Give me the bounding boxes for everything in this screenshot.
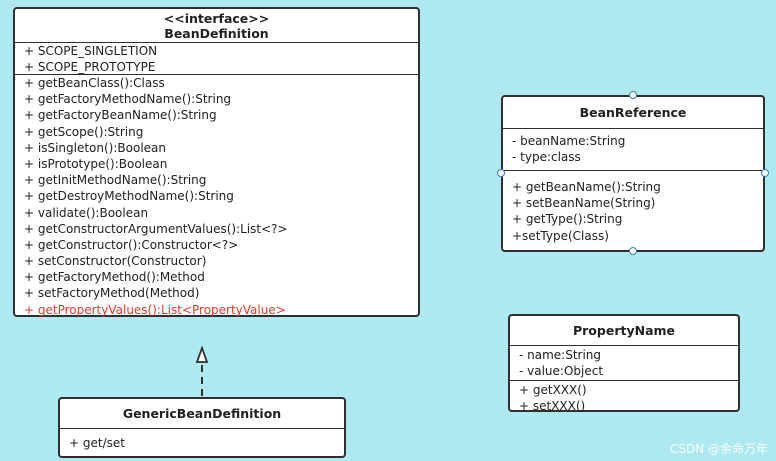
method-item: + isPrototype():Boolean xyxy=(24,156,168,171)
generic-bean-definition-header: GenericBeanDefinition xyxy=(60,399,344,429)
method-item: + getDestroyMethodName():String xyxy=(24,189,234,204)
bean-reference-methods: + getBeanName():String + setBeanName(Str… xyxy=(503,171,763,245)
highlighted-method-item: + getPropertyValues():List<PropertyValue… xyxy=(24,302,286,317)
method-item: + getInitMethodName():String xyxy=(24,173,207,188)
attribute-item: - value:Object xyxy=(519,364,604,379)
selection-handle-left[interactable] xyxy=(497,169,505,177)
selection-handle-top[interactable] xyxy=(629,91,637,99)
attribute-item: + SCOPE_SINGLETION xyxy=(24,44,158,58)
attribute-item: + SCOPE_PROTOTYPE xyxy=(24,60,156,75)
generic-bean-definition-name: GenericBeanDefinition xyxy=(122,406,282,421)
bean-reference-attributes: - beanName:String - type:class xyxy=(503,129,763,171)
bean-definition-stereotype: <<interface>> xyxy=(163,10,270,26)
realization-arrowhead xyxy=(195,345,209,363)
bean-reference-name: BeanReference xyxy=(579,105,687,120)
bean-definition-name: BeanDefinition xyxy=(164,25,269,41)
bean-definition-methods: + getBeanClass():Class + getFactoryMetho… xyxy=(15,75,418,319)
method-item: + isSingleton():Boolean xyxy=(24,140,166,155)
attribute-item: - beanName:String xyxy=(512,134,626,148)
method-item: + getFactoryMethodName():String xyxy=(24,92,232,107)
method-item: + validate():Boolean xyxy=(24,205,149,220)
method-item: + getBeanClass():Class xyxy=(24,76,165,90)
bean-definition-attributes: + SCOPE_SINGLETION + SCOPE_PROTOTYPE xyxy=(15,43,418,75)
generic-bean-definition-methods: + get/set xyxy=(60,429,344,452)
selection-handle-bottom[interactable] xyxy=(629,247,637,255)
property-name-class[interactable]: PropertyName - name:String - value:Objec… xyxy=(508,314,740,415)
property-name-methods: + getXXX() + setXXX() xyxy=(510,381,738,415)
method-item: + getXXX() xyxy=(519,383,587,397)
bean-definition-header: <<interface>> BeanDefinition xyxy=(15,9,418,43)
bean-reference-header: BeanReference xyxy=(503,97,763,129)
method-item: + getScope():String xyxy=(24,124,144,139)
method-item: + setBeanName(String) xyxy=(512,196,656,211)
selection-handle-right[interactable] xyxy=(761,169,769,177)
method-item: + getConstructor():Constructor<?> xyxy=(24,237,239,252)
generic-bean-definition-class[interactable]: GenericBeanDefinition + get/set xyxy=(58,397,346,458)
method-item: + getType():String xyxy=(512,212,623,227)
method-item: + getFactoryMethod():Method xyxy=(24,270,205,285)
method-item: + setConstructor(Constructor) xyxy=(24,254,207,269)
property-name-attributes: - name:String - value:Object xyxy=(510,346,738,381)
method-item: +setType(Class) xyxy=(512,228,609,243)
bean-definition-class[interactable]: <<interface>> BeanDefinition + SCOPE_SIN… xyxy=(13,7,420,317)
method-item: + get/set xyxy=(69,436,125,450)
method-item: + setXXX() xyxy=(519,399,586,414)
property-name-header: PropertyName xyxy=(510,316,738,346)
bean-reference-class[interactable]: BeanReference - beanName:String - type:c… xyxy=(501,95,765,252)
property-name-name: PropertyName xyxy=(572,323,676,338)
attribute-item: - name:String xyxy=(519,348,602,362)
method-item: + getConstructorArgumentValues():List<?> xyxy=(24,221,288,236)
method-item: + getBeanName():String xyxy=(512,180,661,194)
attribute-item: - type:class xyxy=(512,150,581,165)
method-item: + getFactoryBeanName():String xyxy=(24,108,217,123)
method-item: + setFactoryMethod(Method) xyxy=(24,286,200,301)
watermark: CSDN @余命万年 xyxy=(669,442,768,456)
